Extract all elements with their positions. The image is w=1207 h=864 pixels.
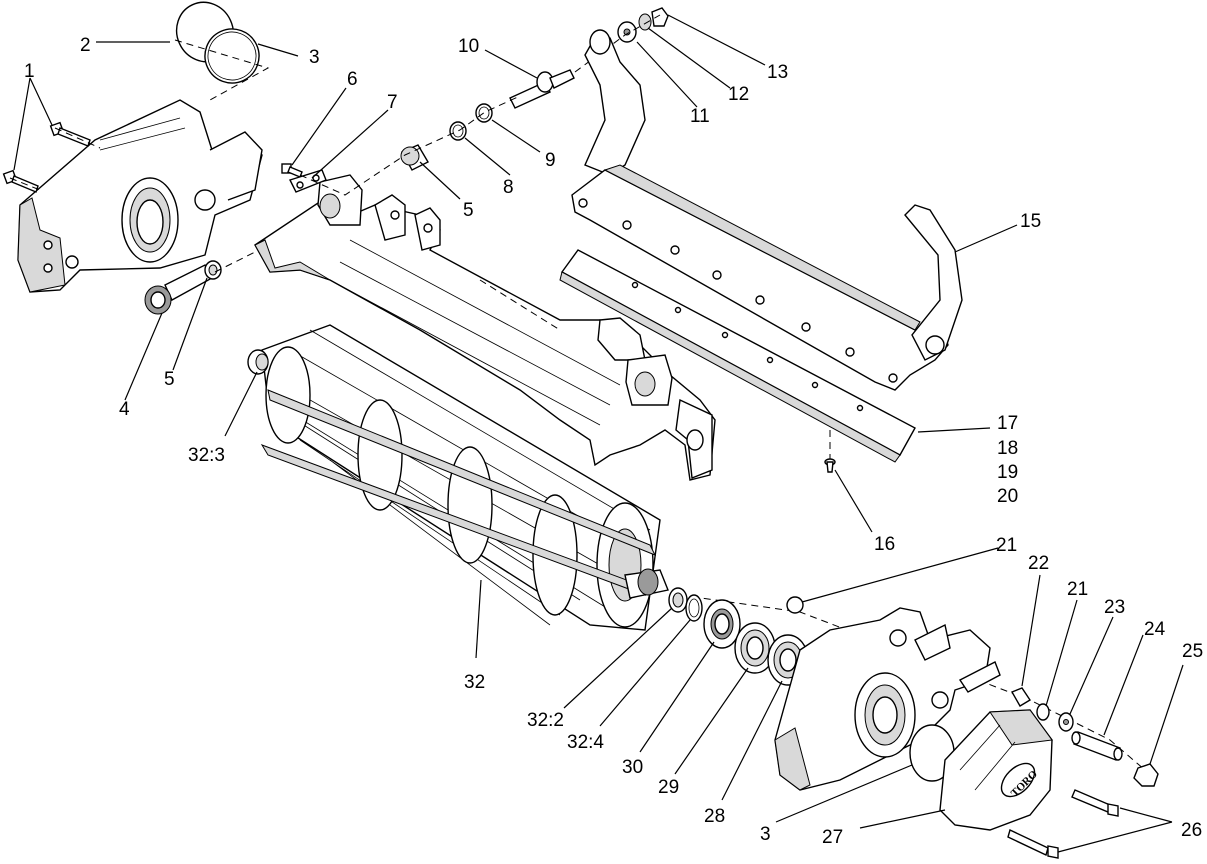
callout-15: 15 xyxy=(1020,211,1041,232)
callout-30: 30 xyxy=(622,757,643,778)
callout-12: 12 xyxy=(728,84,749,105)
bedknife-17 xyxy=(559,249,916,463)
callout-21b: 21 xyxy=(1067,579,1088,600)
adjuster-24 xyxy=(1071,731,1123,761)
callout-3: 3 xyxy=(309,47,320,68)
seal-30 xyxy=(703,599,741,649)
screw-6 xyxy=(281,163,303,178)
callout-20: 20 xyxy=(997,486,1018,507)
callout-21a: 21 xyxy=(996,535,1017,556)
nut-25 xyxy=(1133,763,1159,787)
callout-3b: 3 xyxy=(760,824,771,845)
callout-13: 13 xyxy=(767,62,788,83)
center-frame xyxy=(254,174,716,481)
callout-28: 28 xyxy=(704,806,725,827)
callout-6: 6 xyxy=(347,69,358,90)
bushing-5a xyxy=(204,260,222,280)
callout-8: 8 xyxy=(503,177,514,198)
callout-9: 9 xyxy=(545,150,556,171)
washer-21b xyxy=(1036,703,1050,721)
callout-2: 2 xyxy=(80,35,91,56)
bolt-26b xyxy=(1007,829,1059,859)
callout-16: 16 xyxy=(874,534,895,555)
bedbar-15 xyxy=(571,29,963,391)
fitting-22 xyxy=(1010,687,1031,707)
callout-4: 4 xyxy=(119,399,130,420)
callout-5b: 5 xyxy=(463,200,474,221)
callout-23: 23 xyxy=(1104,597,1125,618)
spring-washer-12 xyxy=(638,13,652,31)
ring-9 xyxy=(475,103,493,123)
callout-27: 27 xyxy=(822,827,843,848)
reel-shaft-end-32-2 xyxy=(624,568,688,613)
washer-11 xyxy=(617,21,637,43)
callout-29: 29 xyxy=(658,777,679,798)
callout-11: 11 xyxy=(690,106,710,127)
callout-26: 26 xyxy=(1181,820,1202,841)
shaft-10 xyxy=(509,69,575,109)
bolt-1b xyxy=(2,169,39,193)
right-side-plate xyxy=(774,607,1001,791)
callout-22: 22 xyxy=(1028,553,1049,574)
cover-27: TORO xyxy=(939,709,1053,831)
callout-5a: 5 xyxy=(164,369,175,390)
screw-16 xyxy=(824,458,836,473)
ring-8 xyxy=(449,121,467,141)
o-ring-3 xyxy=(204,28,260,84)
bedbar-bolt-holes xyxy=(578,198,898,383)
callout-32: 32 xyxy=(464,672,485,693)
reel-bearing-32-3 xyxy=(247,349,269,375)
callout-32-4: 32:4 xyxy=(567,732,604,753)
leader-lines xyxy=(13,14,1184,853)
ring-32-4 xyxy=(685,594,703,622)
washer-23 xyxy=(1058,712,1074,732)
callout-labels: 1 2 3 6 7 4 5 5 8 9 10 11 12 13 15 17 18… xyxy=(24,35,1203,848)
callout-1: 1 xyxy=(24,61,35,82)
callout-7: 7 xyxy=(387,92,398,113)
washer-21a xyxy=(786,596,804,614)
callout-10: 10 xyxy=(458,36,479,57)
left-side-plate xyxy=(17,99,263,293)
callout-18: 18 xyxy=(997,438,1018,459)
bolt-26a xyxy=(1071,789,1119,817)
callout-25: 25 xyxy=(1182,641,1203,662)
callout-24: 24 xyxy=(1144,619,1166,640)
callout-32-2: 32:2 xyxy=(527,710,564,731)
callout-32-3: 32:3 xyxy=(188,445,225,466)
nut-13 xyxy=(651,7,669,27)
pinion-gear-4 xyxy=(144,264,213,315)
callout-19: 19 xyxy=(997,462,1018,483)
callout-17: 17 xyxy=(997,413,1018,434)
